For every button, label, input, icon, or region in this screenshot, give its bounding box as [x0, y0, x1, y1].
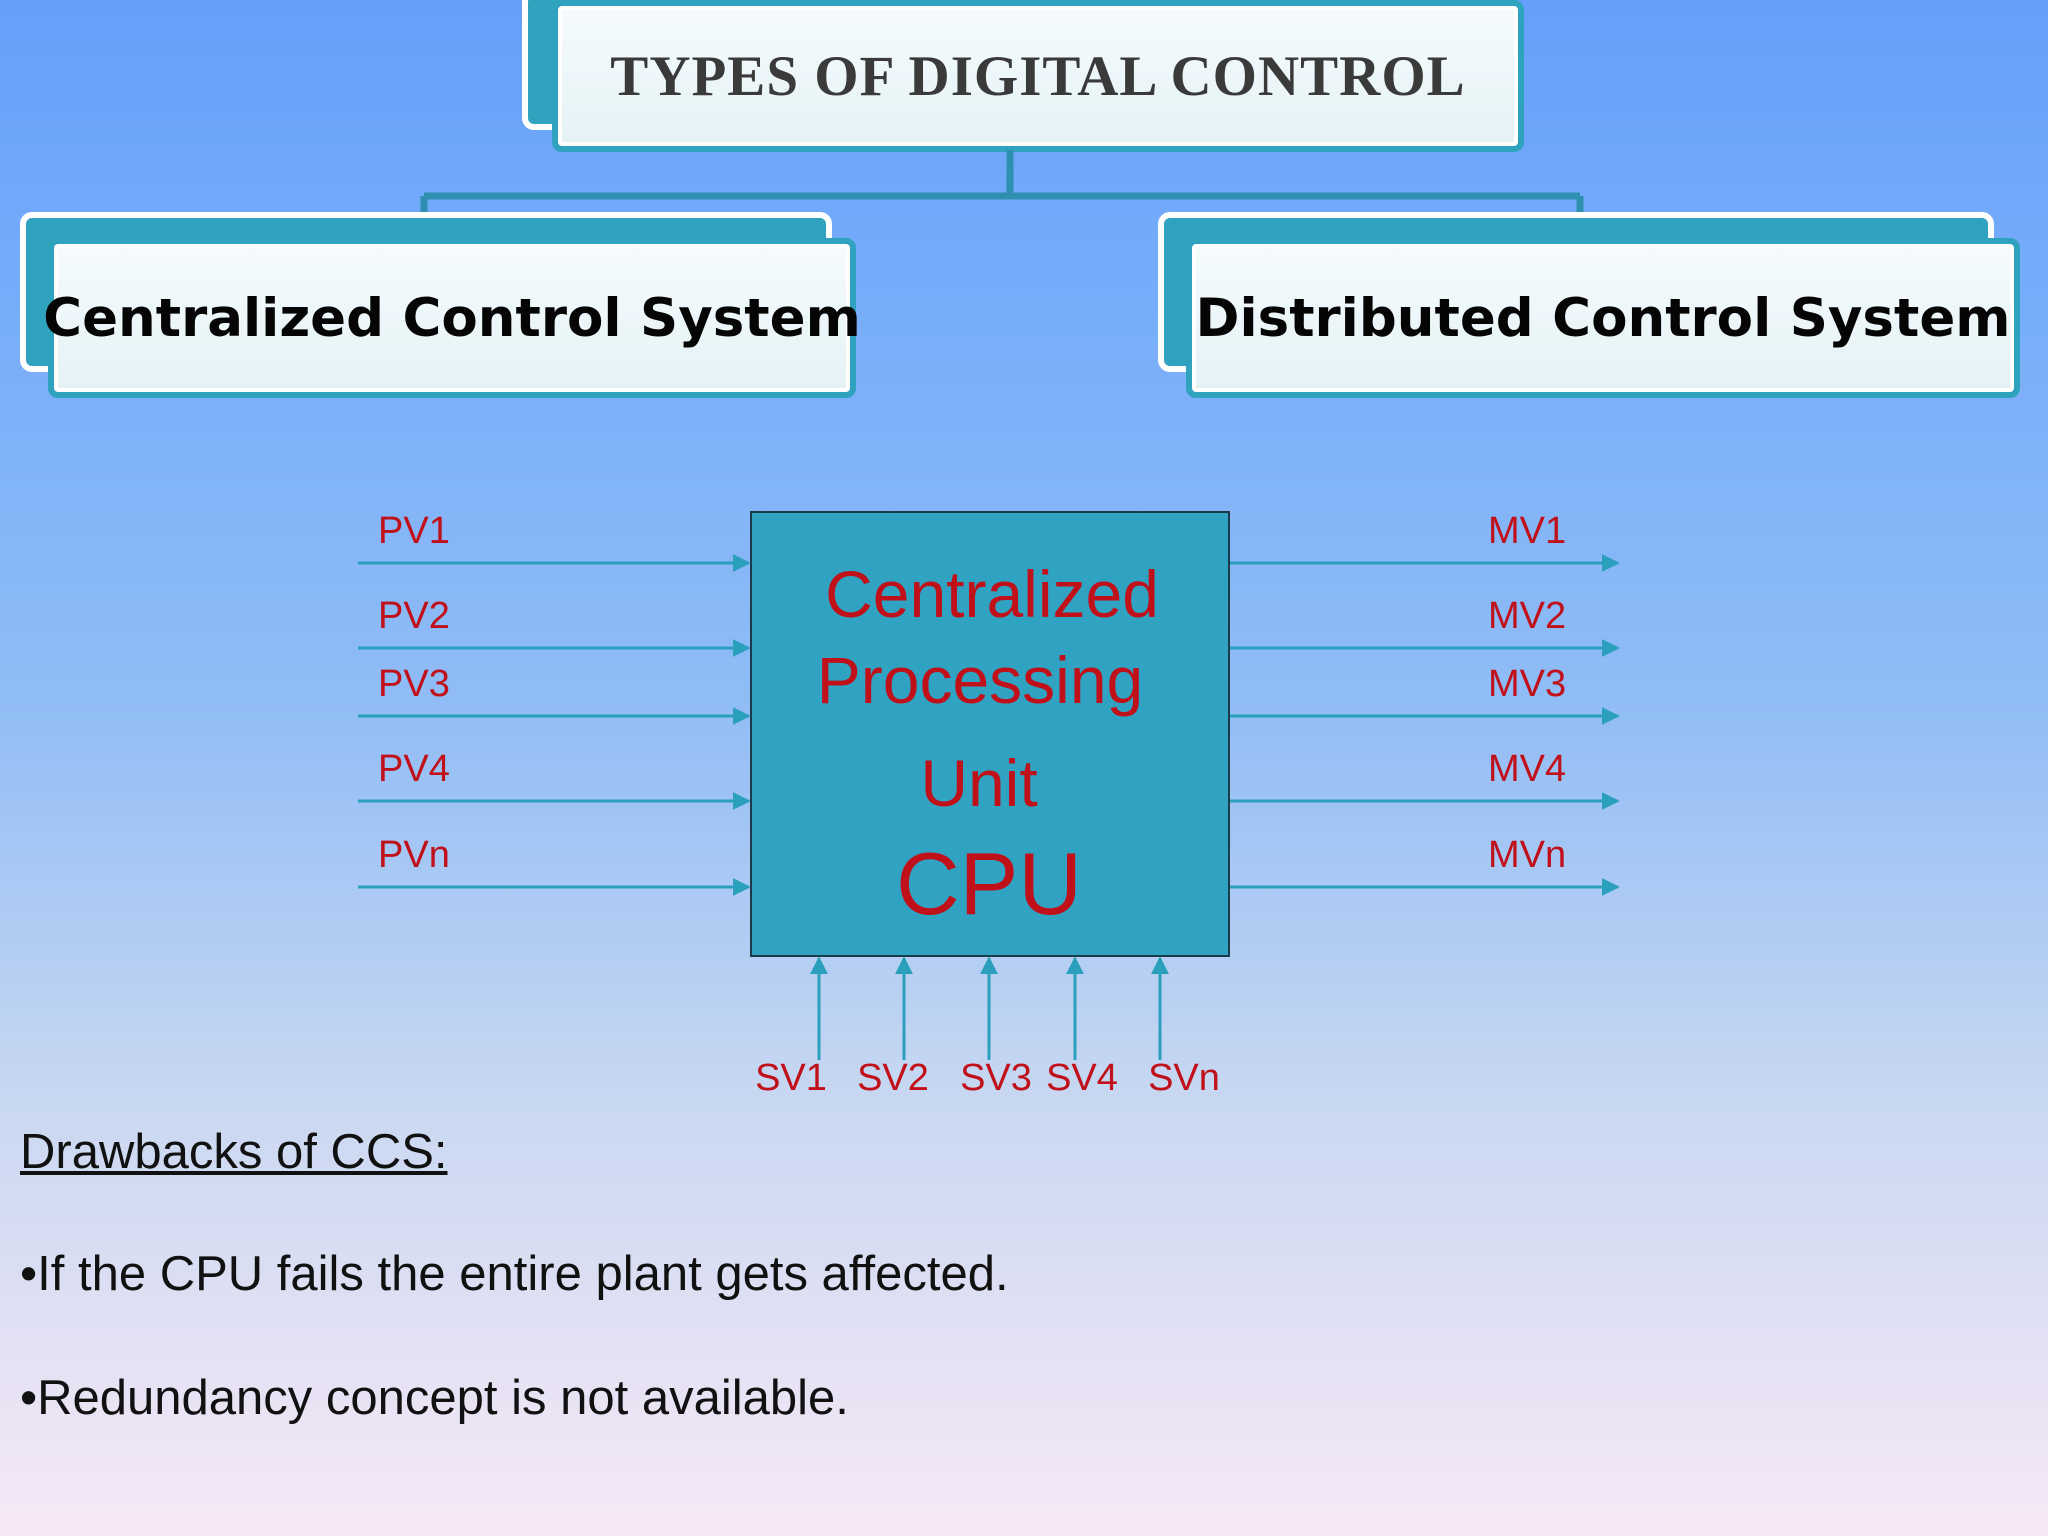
- cpu-line-cpu: CPU: [896, 834, 1082, 933]
- distributed-category-box: Distributed Control System: [1186, 238, 2020, 398]
- cpu-block: [750, 511, 1230, 957]
- input-label-pv2: PV2: [378, 595, 450, 637]
- setpoint-label-sv2: SV2: [857, 1057, 929, 1099]
- drawback-item-cpu-failure: •If the CPU fails the entire plant gets …: [20, 1247, 1009, 1301]
- distributed-category-label: Distributed Control System: [1195, 287, 2011, 349]
- output-label-mv3: MV3: [1488, 663, 1566, 705]
- cpu-line-processing: Processing: [817, 643, 1144, 717]
- page-title: TYPES OF DIGITAL CONTROL: [610, 44, 1466, 108]
- drawback-item-redundancy: •Redundancy concept is not available.: [20, 1371, 849, 1425]
- input-label-pvn: PVn: [378, 834, 450, 876]
- cpu-line-unit: Unit: [920, 746, 1037, 820]
- output-label-mv4: MV4: [1488, 748, 1566, 790]
- tree-connectors: [420, 150, 1584, 224]
- drawbacks-heading: Drawbacks of CCS:: [20, 1125, 448, 1179]
- centralized-category-box: Centralized Control System: [43, 238, 861, 398]
- output-label-mvn: MVn: [1488, 834, 1566, 876]
- output-label-mv1: MV1: [1488, 510, 1566, 552]
- ccs-block-diagram: Centralized Processing Unit CPU PV1PV2PV…: [358, 510, 1620, 1099]
- input-label-pv1: PV1: [378, 510, 450, 552]
- setpoint-label-sv3: SV3: [960, 1057, 1032, 1099]
- input-label-pv3: PV3: [378, 663, 450, 705]
- input-label-pv4: PV4: [378, 748, 450, 790]
- setpoint-label-sv1: SV1: [755, 1057, 827, 1099]
- cpu-line-centralized: Centralized: [825, 557, 1159, 631]
- centralized-category-label: Centralized Control System: [43, 287, 861, 349]
- title-box: TYPES OF DIGITAL CONTROL: [552, 0, 1524, 152]
- setpoint-label-sv4: SV4: [1046, 1057, 1118, 1099]
- setpoint-label-svn: SVn: [1148, 1057, 1220, 1099]
- output-label-mv2: MV2: [1488, 595, 1566, 637]
